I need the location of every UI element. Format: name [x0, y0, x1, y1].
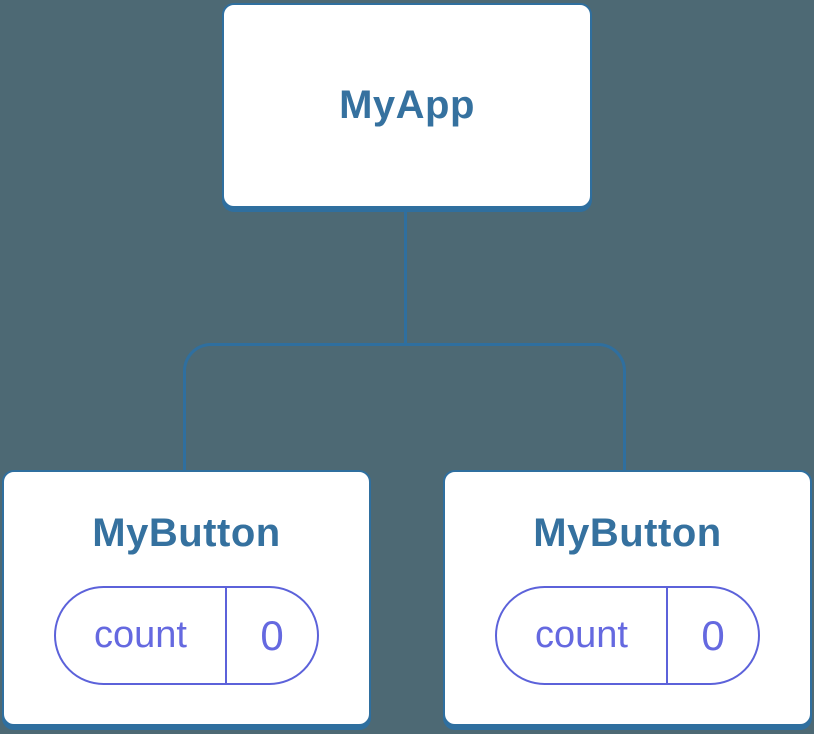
- state-value-left: 0: [260, 611, 284, 659]
- child-left-content: MyButton count 0: [54, 511, 319, 685]
- connector-stem-line: [404, 211, 407, 345]
- child-right-content: MyButton count 0: [495, 511, 760, 685]
- child-right-label: MyButton: [533, 511, 722, 555]
- child-left-label: MyButton: [92, 511, 281, 555]
- tree-node-child-left: MyButton count 0: [2, 470, 371, 726]
- state-key-right: count: [497, 588, 668, 683]
- connector-bracket-line: [183, 343, 626, 478]
- tree-node-child-right: MyButton count 0: [443, 470, 812, 726]
- root-node-label: MyApp: [339, 83, 475, 127]
- tree-node-root: MyApp: [222, 3, 592, 208]
- state-pill-right: count 0: [495, 586, 760, 685]
- state-key-left: count: [56, 588, 227, 683]
- state-pill-left: count 0: [54, 586, 319, 685]
- state-value-right: 0: [701, 611, 725, 659]
